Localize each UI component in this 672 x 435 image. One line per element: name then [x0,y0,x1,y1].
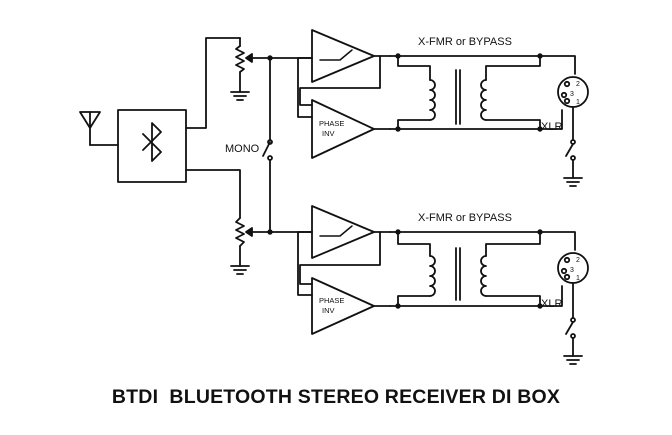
phase-inv-amp-top [311,99,375,159]
ground-lift-switch-top [563,106,583,187]
xlr-connector-icon-bottom [557,252,589,284]
phase-label-bottom-1: PHASE [319,296,344,305]
xlr-pin-label: 2 [576,257,580,264]
phase-label-bottom-2: INV [322,306,335,315]
transformer-top [397,55,541,130]
volume-pot-bottom [235,217,245,247]
xlr-label-bottom: XLR [541,298,562,310]
bluetooth-receiver-block [117,109,187,183]
antenna-icon [79,111,119,146]
channel-bottom [299,205,589,365]
mono-switch [262,139,273,235]
xlr-label-top: XLR [541,121,562,133]
right-input-wiring [185,169,313,296]
transformer-bottom [397,231,541,307]
xlr-pin-label: 2 [576,81,580,88]
bluetooth-icon [142,122,162,162]
phase-label-top-1: PHASE [319,119,344,128]
diagram-title: BTDI BLUETOOTH STEREO RECEIVER DI BOX [111,386,561,408]
xlr-pin-label: 3 [570,267,574,274]
ground-lift-switch-bottom [563,282,583,365]
phase-inv-amp-bottom [311,277,375,335]
xlr-pin-label: 1 [576,99,580,106]
phase-label-top-2: INV [322,129,335,138]
volume-pot-top [235,45,245,73]
xfmr-label-bottom: X-FMR or BYPASS [418,212,512,224]
mono-label: MONO [225,143,260,155]
xlr-pin-label: 1 [576,275,580,282]
channel-top [299,29,589,187]
buffer-amp-top [311,29,375,83]
xfmr-label-top: X-FMR or BYPASS [418,36,512,48]
buffer-amp-bottom [311,205,375,259]
xlr-pin-label: 3 [570,91,574,98]
left-input-wiring [185,37,313,141]
